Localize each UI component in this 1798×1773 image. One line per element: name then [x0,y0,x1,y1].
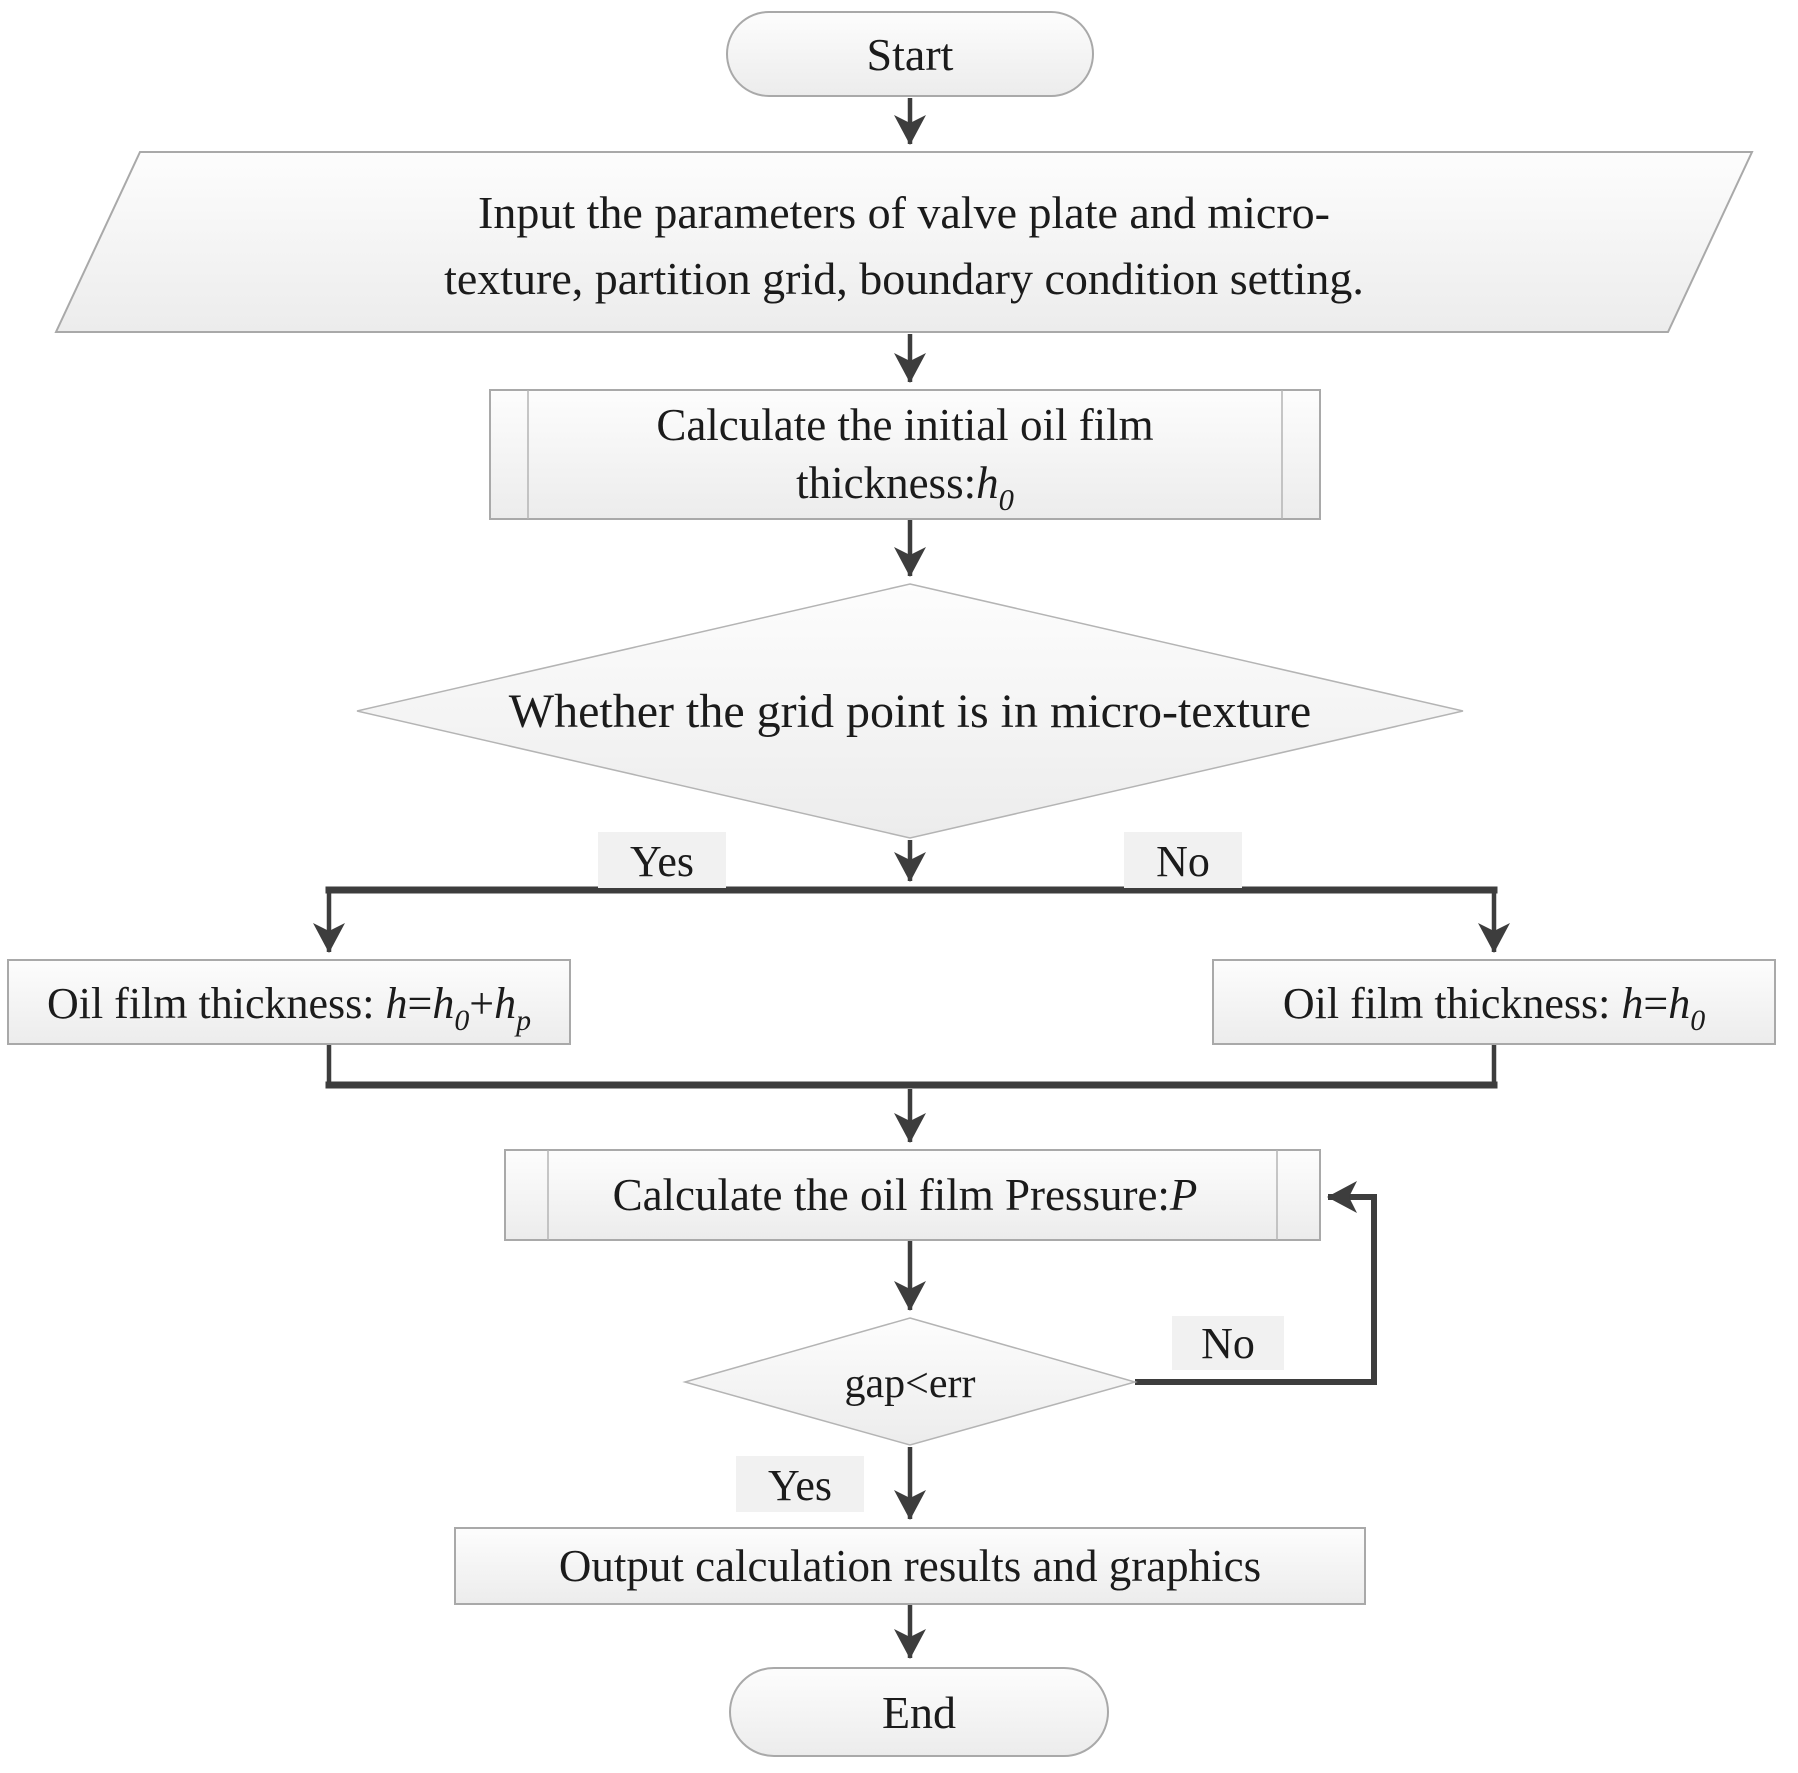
input-line1: Input the parameters of valve plate and … [478,187,1330,238]
node-gap-decision: gap<err [682,1317,1138,1446]
output-results-label: Output calculation results and graphics [559,1541,1261,1591]
node-input-parameters: Input the parameters of valve plate and … [54,151,1754,333]
calc-thickness-shape [489,389,1321,520]
texture-decision-label: Whether the grid point is in micro-textu… [509,685,1311,738]
edge-label-texture-yes: Yes [598,832,726,888]
calc-pressure-shape [504,1149,1321,1241]
node-thickness-plain: Oil film thickness: h=h0 [1212,959,1776,1045]
calc-thickness-line1: Calculate the initial oil film [656,400,1153,450]
node-output-results: Output calculation results and graphics [454,1527,1366,1605]
input-parallelogram-shape [54,151,1754,333]
calc-thickness-line2: thickness:h0 [796,458,1014,517]
node-thickness-textured: Oil film thickness: h=h0+hp [7,959,571,1045]
thickness-plain-shape [1212,959,1776,1045]
node-start: Start [726,11,1094,97]
calc-pressure-label: Calculate the oil film Pressure:P [613,1170,1198,1220]
gap-yes-label-bg [736,1456,864,1512]
thickness-plain-label: Oil film thickness: h=h0 [1283,979,1705,1037]
gap-decision-label: gap<err [845,1361,976,1407]
texture-no-label-bg [1124,832,1242,888]
start-label: Start [867,29,954,80]
node-texture-decision: Whether the grid point is in micro-textu… [356,583,1464,839]
connectors [313,98,1510,1659]
edge-label-gap-yes: Yes [736,1456,864,1512]
texture-decision-diamond [356,583,1464,839]
texture-yes-label-bg [598,832,726,888]
node-end: End [729,1667,1109,1757]
texture-yes-label: Yes [630,837,694,886]
node-calc-initial-thickness: Calculate the initial oil film thickness… [489,389,1321,520]
edge-label-gap-no: No [1172,1316,1284,1370]
end-terminator-shape [729,1667,1109,1757]
gap-yes-label: Yes [768,1461,832,1510]
gap-decision-diamond [682,1317,1138,1446]
node-calc-pressure: Calculate the oil film Pressure:P [504,1149,1321,1241]
thickness-textured-shape [7,959,571,1045]
thickness-textured-label: Oil film thickness: h=h0+hp [47,979,531,1037]
gap-no-label-bg [1172,1316,1284,1370]
input-line2: texture, partition grid, boundary condit… [444,253,1364,304]
end-label: End [882,1687,956,1738]
start-terminator-shape [726,11,1094,97]
gap-no-label: No [1201,1319,1255,1368]
texture-no-label: No [1156,837,1210,886]
output-results-shape [454,1527,1366,1605]
edge-gap-no-loop [1135,1181,1377,1385]
edge-label-texture-no: No [1124,832,1242,888]
